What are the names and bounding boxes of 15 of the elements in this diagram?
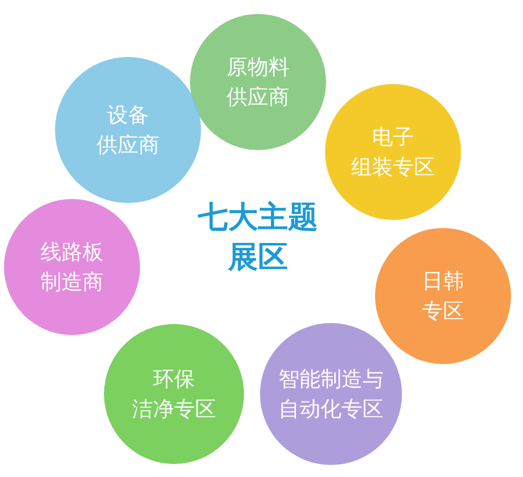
circle-text: 智能制造与自动化专区 [278,366,384,423]
theme-circle [55,57,201,203]
circle-text: 环保洁净专区 [132,366,216,423]
theme-circle [375,228,511,364]
circle-text: 设备供应商 [96,102,160,159]
theme-circle [104,324,244,464]
theme-circle [260,323,402,465]
theme-circle [190,14,326,150]
circle-text: 原物料供应商 [226,54,290,111]
circle-text: 电子组装专区 [351,124,435,181]
theme-circle [325,84,461,220]
circle-text: 日韩专区 [422,268,464,325]
circle-text: 线路板制造商 [40,239,104,296]
theme-circle [4,199,140,335]
center-heading: 七大主题展区 [198,199,318,277]
